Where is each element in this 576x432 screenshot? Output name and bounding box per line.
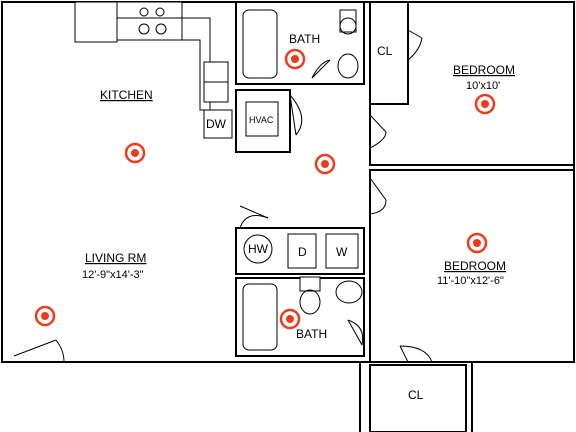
marker-kitchen[interactable] — [124, 142, 146, 164]
top-bath — [235, 1, 365, 85]
bath-top-label: BATH — [289, 32, 320, 46]
laundry-area — [235, 205, 365, 275]
bottom-bath — [235, 276, 365, 357]
marker-bottom-bath[interactable] — [279, 308, 301, 330]
dishwasher-label: DW — [206, 117, 227, 131]
kitchen-counters — [74, 1, 233, 139]
water-heater-label: HW — [248, 242, 269, 256]
dryer-label: D — [298, 245, 307, 259]
bedroom-1 — [369, 1, 575, 166]
kitchen-label: KITCHEN — [100, 88, 153, 102]
hvac-label: HVAC — [249, 115, 274, 125]
bedroom-2-dimensions: 11'-10"x12'-6" — [437, 275, 504, 287]
room-labels: KITCHEN LIVING RM 12'-9"x14'-3" BATH BAT… — [82, 32, 515, 402]
washer-label: W — [336, 245, 348, 259]
hvac-closet — [235, 89, 303, 153]
bedroom-1-label: BEDROOM — [453, 63, 515, 77]
marker-top-bath[interactable] — [284, 48, 306, 70]
living-room-dimensions: 12'-9"x14'-3" — [82, 269, 144, 281]
bedroom-1-dimensions: 10'x10' — [466, 80, 500, 92]
bath-bottom-label: BATH — [296, 327, 327, 341]
fixture-labels: DW HVAC HW D W — [206, 115, 348, 259]
marker-living-room[interactable] — [34, 305, 56, 327]
markers — [34, 48, 496, 330]
closet-bottom-label: CL — [408, 388, 424, 402]
closet-top-label: CL — [377, 44, 393, 58]
bedroom-2-label: BEDROOM — [444, 259, 506, 273]
entry-door — [13, 339, 65, 363]
living-room-label: LIVING RM — [85, 251, 146, 265]
closet-bottom — [359, 362, 473, 432]
marker-hallway[interactable] — [314, 153, 336, 175]
marker-bedroom-2[interactable] — [466, 232, 488, 254]
marker-bedroom-1[interactable] — [474, 93, 496, 115]
